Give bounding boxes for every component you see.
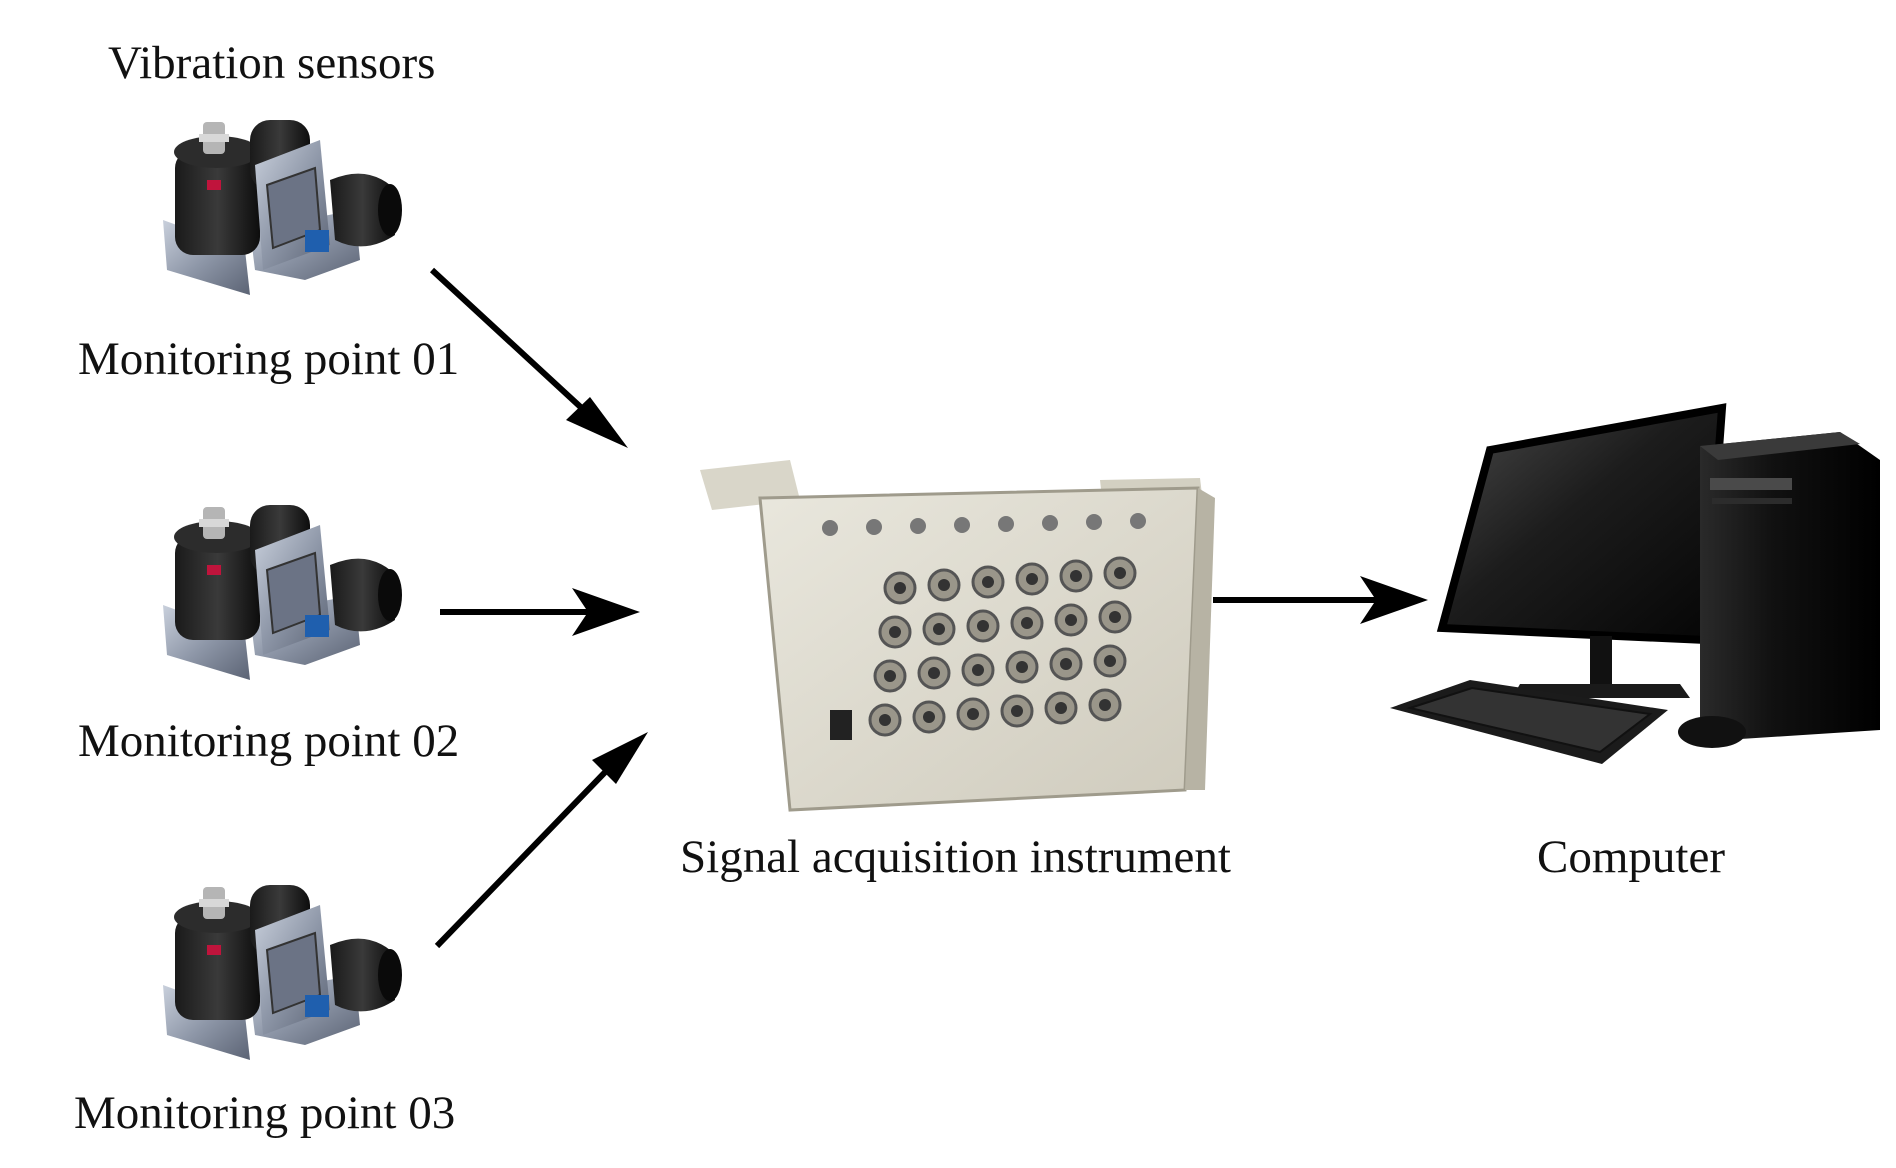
bnc-connector-core — [977, 620, 989, 632]
bnc-connector-core — [1011, 705, 1023, 717]
panel-screw — [954, 517, 970, 533]
bnc-connector-core — [1060, 658, 1072, 670]
group-title: Vibration sensors — [108, 37, 436, 89]
monitoring-point-01-label: Monitoring point 01 — [78, 333, 460, 385]
bnc-connector-core — [1016, 661, 1028, 673]
monitoring-point-03-label: Monitoring point 03 — [74, 1087, 456, 1139]
bnc-connector-core — [1070, 570, 1082, 582]
arrowhead — [572, 588, 640, 636]
bnc-connector-core — [1021, 617, 1033, 629]
computer-label: Computer — [1537, 831, 1725, 883]
bnc-connector-core — [1109, 611, 1121, 623]
panel-screw — [822, 520, 838, 536]
bnc-connector-core — [972, 664, 984, 676]
bnc-connector-core — [1055, 702, 1067, 714]
bnc-connector-core — [889, 626, 901, 638]
bnc-connector-grid — [822, 513, 1146, 737]
panel-screw — [1042, 515, 1058, 531]
bnc-connector-core — [1114, 567, 1126, 579]
bnc-connector-core — [982, 576, 994, 588]
vibration-sensor-icon — [162, 119, 403, 296]
bnc-connector-core — [928, 667, 940, 679]
bnc-connector-core — [1065, 614, 1077, 626]
arrowhead — [566, 397, 628, 448]
bnc-connector-core — [884, 670, 896, 682]
bnc-connector-core — [933, 623, 945, 635]
arrow-icon — [434, 762, 615, 949]
arrowhead — [1360, 576, 1428, 624]
panel-screw — [866, 519, 882, 535]
bnc-connector-core — [894, 582, 906, 594]
panel-screw — [1086, 514, 1102, 530]
panel-screw — [1130, 513, 1146, 529]
bnc-connector-core — [967, 708, 979, 720]
arrowhead — [592, 732, 648, 784]
panel-screw — [998, 516, 1014, 532]
vibration-sensor-icon — [162, 884, 403, 1061]
vibration-sensor-icon — [162, 504, 403, 681]
arrow-group — [429, 267, 1428, 949]
panel-screw — [910, 518, 926, 534]
bnc-connector-core — [1026, 573, 1038, 585]
bnc-connector-core — [923, 711, 935, 723]
bnc-connector-core — [1099, 699, 1111, 711]
acquisition-label: Signal acquisition instrument — [680, 831, 1231, 883]
monitoring-point-02-label: Monitoring point 02 — [78, 715, 460, 767]
bnc-connector-core — [938, 579, 950, 591]
signal-acquisition-instrument-icon — [700, 460, 1215, 812]
bnc-connector-core — [1104, 655, 1116, 667]
bnc-connector-core — [879, 714, 891, 726]
desktop-computer-icon — [1390, 403, 1880, 764]
